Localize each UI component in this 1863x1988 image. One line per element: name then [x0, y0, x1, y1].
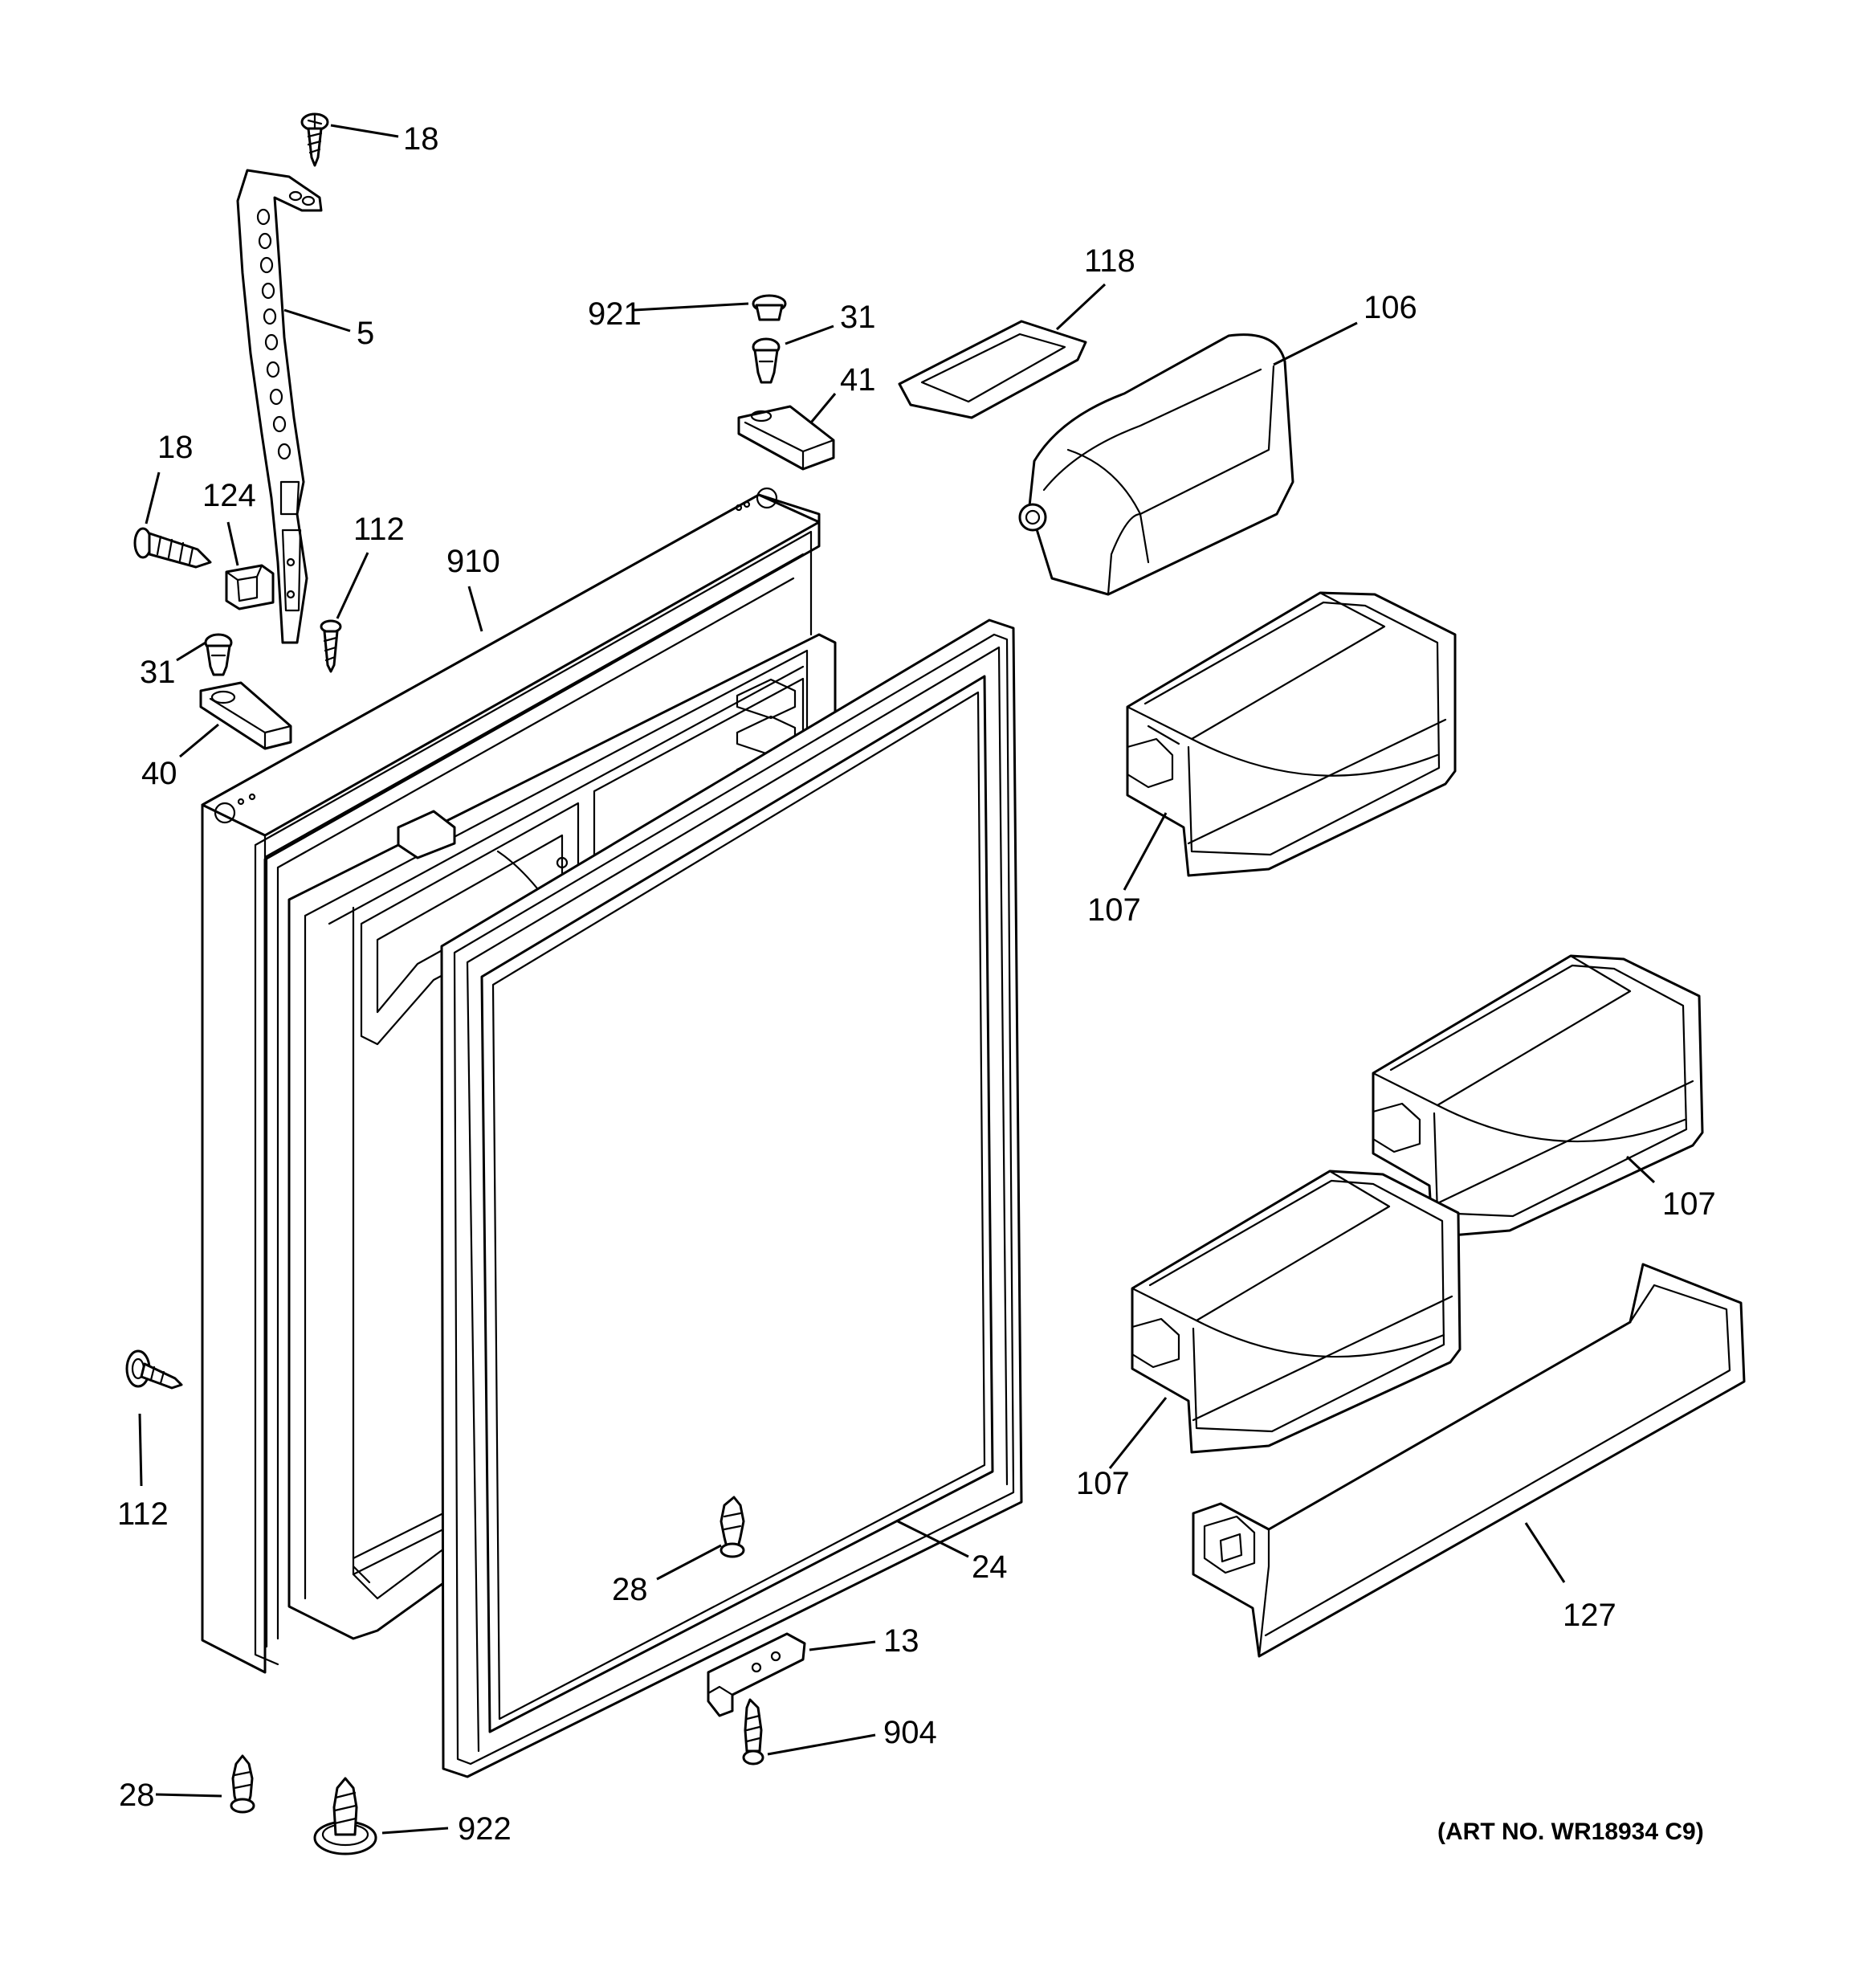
screw-part-18-top: [300, 112, 329, 167]
callout-118: 118: [1084, 243, 1135, 279]
leader-lines: [138, 124, 1656, 1835]
callout-107-upper: 107: [1087, 892, 1141, 928]
callout-112-hinge: 112: [353, 512, 405, 547]
plug-part-921: [752, 294, 787, 321]
door-bin-part-107-lower: [1131, 1170, 1461, 1454]
callout-41: 41: [840, 362, 876, 398]
dairy-door-part-118: [898, 320, 1087, 419]
gasket-part-24: [440, 618, 1023, 1778]
callout-107-lower: 107: [1076, 1466, 1130, 1501]
callout-910: 910: [446, 544, 500, 579]
plug-part-31-left: [204, 633, 233, 676]
callout-28-bottom: 28: [119, 1778, 155, 1813]
bottom-bin-part-127: [1192, 1263, 1746, 1658]
callout-921: 921: [588, 296, 642, 332]
clip-part-124: [225, 564, 275, 610]
callout-31-left: 31: [140, 655, 176, 690]
callout-124: 124: [202, 478, 256, 513]
art-number: (ART NO. WR18934 C9): [1437, 1819, 1704, 1845]
dairy-compartment-part-106: [1018, 333, 1294, 596]
callout-18-top: 18: [403, 121, 439, 157]
callout-127: 127: [1563, 1598, 1616, 1633]
screw-part-112-hinge: [320, 619, 342, 673]
callout-5: 5: [357, 316, 374, 351]
callout-31-top: 31: [840, 300, 876, 335]
plug-part-31-top: [752, 337, 781, 384]
screw-part-904: [742, 1698, 764, 1766]
callout-904: 904: [883, 1715, 937, 1750]
callout-18-left: 18: [157, 430, 194, 465]
callout-labels: 18 5 18 124 112 910 31 40 921 31 41 118 …: [117, 121, 1716, 1847]
callout-28-gasket: 28: [612, 1572, 648, 1607]
callout-24: 24: [972, 1549, 1008, 1585]
callout-112-door: 112: [117, 1496, 169, 1532]
callout-13: 13: [883, 1623, 919, 1659]
cover-part-40: [199, 681, 292, 750]
door-bin-part-107-upper: [1126, 591, 1457, 877]
screw-part-18-left: [133, 527, 212, 569]
pin-part-28-gasket: [720, 1496, 745, 1558]
callout-106: 106: [1364, 290, 1417, 325]
hinge-part-5: [236, 169, 323, 644]
hinge-part-13: [707, 1632, 806, 1717]
callout-922: 922: [458, 1811, 512, 1847]
callout-40: 40: [141, 756, 177, 791]
cover-part-41: [737, 405, 835, 471]
callout-107-right: 107: [1662, 1186, 1716, 1222]
screw-part-112-door: [125, 1349, 183, 1390]
leveler-part-922: [313, 1777, 377, 1855]
pin-part-28-bottom: [230, 1754, 255, 1814]
